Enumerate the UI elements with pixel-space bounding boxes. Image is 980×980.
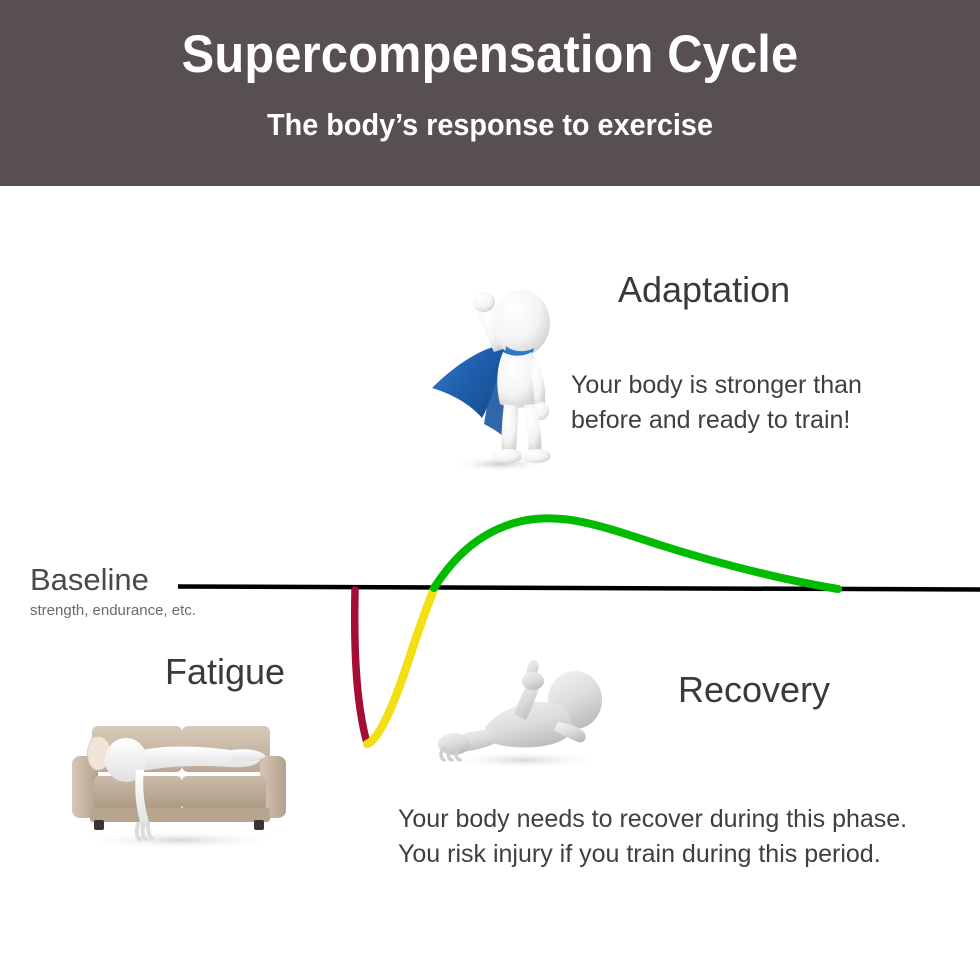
- adaptation-body-text: Your body is stronger than before and re…: [571, 368, 862, 438]
- fatigue-heading: Fatigue: [165, 651, 286, 692]
- adaptation-body-line-1: Your body is stronger than: [571, 371, 862, 399]
- recovery-body-line-1: Your body needs to recover during this p…: [398, 805, 908, 833]
- adaptation-heading: Adaptation: [618, 269, 791, 310]
- adaptation-body-line-2: before and ready to train!: [571, 406, 851, 434]
- lying-figure-icon: [428, 648, 614, 770]
- baseline-sublabel: strength, endurance, etc.: [30, 602, 196, 619]
- page-subtitle: The body’s response to exercise: [267, 107, 713, 142]
- recovery-body-text: Your body needs to recover during this p…: [398, 802, 907, 872]
- couch-resting-figure-icon: [52, 700, 308, 850]
- baseline-label: Baseline: [30, 562, 149, 597]
- recovery-heading: Recovery: [678, 669, 831, 710]
- recovery-body-line-2: You risk injury if you train during this…: [398, 840, 881, 868]
- superhero-figure-icon: [408, 278, 578, 473]
- header-banner: Supercompensation Cycle The body’s respo…: [0, 0, 980, 186]
- page-title: Supercompensation Cycle: [181, 25, 799, 84]
